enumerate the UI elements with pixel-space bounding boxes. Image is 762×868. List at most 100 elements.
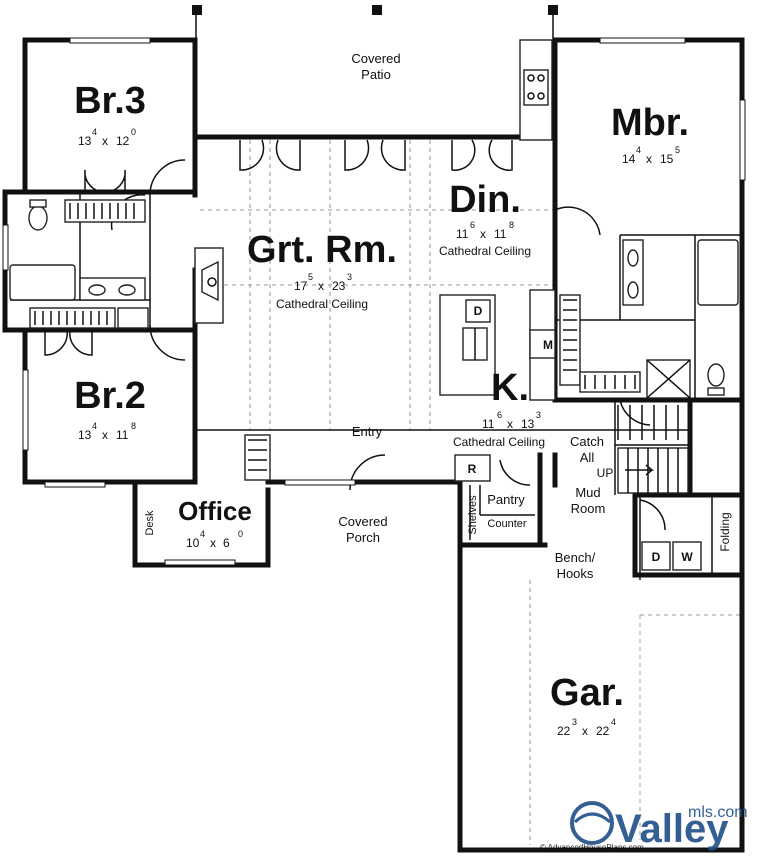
br2-depth: 11 <box>116 428 129 442</box>
office-width: 10 <box>186 536 200 550</box>
br2-depth-in: 8 <box>131 421 136 431</box>
doors <box>44 139 666 531</box>
washer-label: W <box>681 550 693 564</box>
closets <box>29 199 641 481</box>
garage-width: 22 <box>557 724 571 738</box>
stairs <box>617 405 689 494</box>
office-x: x <box>210 536 216 550</box>
kit-depth: 13 <box>521 417 535 431</box>
folding-label: Folding <box>718 512 732 551</box>
office-depth: 6 <box>223 536 230 550</box>
garage-width-in: 3 <box>572 717 577 727</box>
laundry <box>641 541 702 571</box>
grt-width: 17 <box>294 279 308 293</box>
fireplace <box>194 247 224 324</box>
mbr-width-in: 4 <box>636 145 641 155</box>
br3-x: x <box>102 134 108 148</box>
ceiling-lines <box>200 140 740 845</box>
mbr-depth: 15 <box>660 152 674 166</box>
interior-walls <box>10 192 742 580</box>
porch-line1: Covered <box>338 514 387 529</box>
kit-width-in: 6 <box>497 410 502 420</box>
br3-width-in: 4 <box>92 127 97 137</box>
br2-x: x <box>102 428 108 442</box>
grt-depth: 23 <box>332 279 346 293</box>
room-label-kit: K. 11 6 x 13 3 Cathedral Ceiling <box>453 367 545 449</box>
patio-line1: Covered <box>351 51 400 66</box>
valley-mls-logo: Valley mls.com © AdvancedHousePlans.com <box>540 801 748 852</box>
mbr-name: Mbr. <box>611 102 689 144</box>
br2-width-in: 4 <box>92 421 97 431</box>
kitchen-island <box>439 39 556 482</box>
room-label-mbr: Mbr. 14 4 x 15 5 <box>611 102 689 166</box>
catch-all-line2: All <box>580 450 595 465</box>
misc-labels: Entry Catch All UP Mud Room Pantry Count… <box>144 424 732 581</box>
dryer-label: D <box>652 550 661 564</box>
room-label-garage: Gar. 22 3 x 22 4 <box>550 672 624 738</box>
grt-depth-in: 3 <box>347 272 352 282</box>
shelves-label: Shelves <box>467 495 479 535</box>
kit-depth-in: 3 <box>536 410 541 420</box>
mbr-width: 14 <box>622 152 636 166</box>
fridge-label: R <box>468 462 477 476</box>
grt-note: Cathedral Ceiling <box>276 297 368 311</box>
stairs-up-label: UP <box>597 466 614 480</box>
din-note: Cathedral Ceiling <box>439 244 531 258</box>
din-width-in: 6 <box>470 220 475 230</box>
grt-x: x <box>318 279 324 293</box>
din-name: Din. <box>449 179 521 221</box>
appliance-labels: D M R D W <box>468 304 694 564</box>
office-width-in: 4 <box>200 529 205 539</box>
br2-name: Br.2 <box>74 375 146 417</box>
room-label-br3: Br.3 13 4 x 12 0 <box>74 80 146 148</box>
mbr-x: x <box>646 152 652 166</box>
entry-label: Entry <box>352 424 383 439</box>
br3-name: Br.3 <box>74 80 146 122</box>
br2-width: 13 <box>78 428 92 442</box>
kit-x: x <box>507 417 513 431</box>
room-label-porch: Covered Porch <box>338 514 387 545</box>
copyright-text: © AdvancedHousePlans.com <box>540 843 644 852</box>
br3-depth: 12 <box>116 134 130 148</box>
din-x: x <box>480 227 486 241</box>
bench-line1: Bench/ <box>555 550 596 565</box>
catch-all-line1: Catch <box>570 434 604 449</box>
office-name: Office <box>178 496 252 526</box>
porch-line2: Porch <box>346 530 380 545</box>
garage-x: x <box>582 724 588 738</box>
bench-line2: Hooks <box>557 566 594 581</box>
kit-width: 11 <box>482 417 495 431</box>
br3-depth-in: 0 <box>131 127 136 137</box>
mbr-depth-in: 5 <box>675 145 680 155</box>
mud-room-line2: Room <box>571 501 606 516</box>
desk-label: Desk <box>144 510 156 536</box>
garage-depth-in: 4 <box>611 717 616 727</box>
mud-room-line1: Mud <box>575 485 600 500</box>
pantry-label: Pantry <box>487 492 525 507</box>
garage-depth: 22 <box>596 724 610 738</box>
grt-width-in: 5 <box>308 272 313 282</box>
din-width: 11 <box>456 227 469 241</box>
grt-name: Grt. Rm. <box>247 229 397 271</box>
logo-mls-text: mls.com <box>688 804 748 821</box>
room-label-grt: Grt. Rm. 17 5 x 23 3 Cathedral Ceiling <box>247 229 397 311</box>
room-label-patio: Covered Patio <box>351 51 400 82</box>
din-depth-in: 8 <box>509 220 514 230</box>
br3-width: 13 <box>78 134 92 148</box>
room-label-office: Office 10 4 x 6 0 <box>178 496 252 550</box>
logo-valley-text: Valley <box>615 807 729 851</box>
microwave-label: M <box>543 338 553 352</box>
kit-note: Cathedral Ceiling <box>453 435 545 449</box>
room-label-din: Din. 11 6 x 11 8 Cathedral Ceiling <box>439 179 531 258</box>
office-depth-in: 0 <box>238 529 243 539</box>
dishwasher-label: D <box>474 304 483 318</box>
patio-line2: Patio <box>361 67 391 82</box>
bath-fixtures <box>9 199 739 399</box>
windows <box>2 37 746 566</box>
din-depth: 11 <box>494 227 507 241</box>
garage-name: Gar. <box>550 672 624 714</box>
kit-name: K. <box>491 367 529 409</box>
counter-label: Counter <box>487 518 526 530</box>
room-label-br2: Br.2 13 4 x 11 8 <box>74 375 146 442</box>
